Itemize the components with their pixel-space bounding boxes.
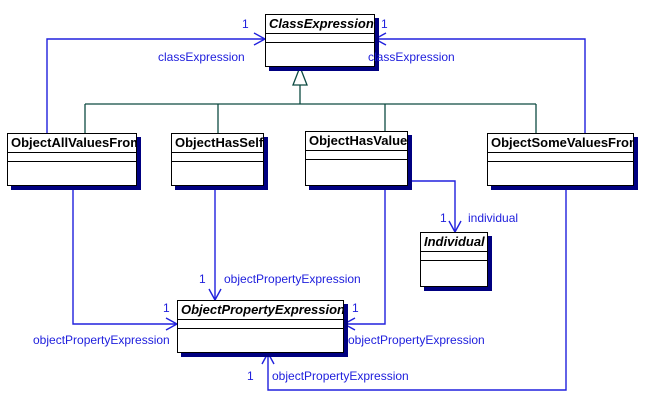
edge-label-class-expression-left: classExpression [158, 50, 245, 64]
edge-label-object-property-expression-has-value: objectPropertyExpression [348, 333, 485, 347]
class-attributes-object-all-values-from [8, 153, 136, 162]
class-box-object-has-self[interactable]: ObjectHasSelf [171, 133, 264, 186]
multiplicity-class-expression-left: 1 [242, 17, 249, 31]
assoc-some-values-ope-line [267, 186, 567, 391]
generalization-edges [84, 65, 537, 133]
edge-label-object-property-expression-all-values: objectPropertyExpression [33, 333, 170, 347]
multiplicity-object-property-expression-right: 1 [352, 301, 359, 315]
class-attributes-class-expression [266, 34, 374, 43]
assoc-some-values-class-expression-arrowhead [373, 32, 387, 46]
class-name-object-all-values-from: ObjectAllValuesFrom [8, 134, 136, 153]
multiplicity-individual: 1 [440, 211, 447, 225]
edge-label-class-expression-right: classExpression [368, 50, 455, 64]
assoc-all-values-ope-line [72, 186, 176, 325]
generalization-arrowhead [292, 65, 308, 86]
assoc-has-value-individual-arrowhead [448, 220, 462, 234]
assoc-all-values-ope-arrowhead [165, 317, 179, 331]
multiplicity-object-property-expression-bottom: 1 [247, 369, 254, 383]
assoc-has-value-individual-line [408, 180, 456, 231]
class-attributes-object-some-values-from [488, 153, 633, 162]
assoc-has-self-ope-arrowhead [208, 288, 222, 302]
class-name-object-property-expression: ObjectPropertyExpression [178, 301, 343, 320]
class-box-object-some-values-from[interactable]: ObjectSomeValuesFrom [487, 133, 634, 186]
class-box-individual[interactable]: Individual [420, 232, 488, 287]
class-name-class-expression: ClassExpression [266, 15, 374, 34]
class-box-class-expression[interactable]: ClassExpression [265, 14, 375, 67]
class-attributes-object-has-self [172, 153, 263, 162]
edge-label-object-property-expression-some-values: objectPropertyExpression [272, 369, 409, 383]
assoc-all-values-class-expression-arrowhead [253, 32, 267, 46]
assoc-has-value-ope-arrowhead [342, 317, 356, 331]
class-box-object-has-value[interactable]: ObjectHasValue [305, 131, 408, 186]
multiplicity-class-expression-right: 1 [381, 17, 388, 31]
class-box-object-property-expression[interactable]: ObjectPropertyExpression [177, 300, 344, 353]
multiplicity-object-property-expression-left: 1 [163, 301, 170, 315]
class-attributes-individual [421, 252, 487, 261]
edge-label-object-property-expression-has-self: objectPropertyExpression [224, 272, 361, 286]
class-attributes-object-has-value [306, 151, 407, 160]
edge-label-individual: individual [468, 211, 519, 225]
class-box-object-all-values-from[interactable]: ObjectAllValuesFrom [7, 133, 137, 186]
class-name-object-has-value: ObjectHasValue [306, 132, 407, 151]
multiplicity-object-property-expression-has-self: 1 [199, 272, 206, 286]
class-attributes-object-property-expression [178, 320, 343, 329]
class-name-individual: Individual [421, 233, 487, 252]
class-name-object-some-values-from: ObjectSomeValuesFrom [488, 134, 633, 153]
class-name-object-has-self: ObjectHasSelf [172, 134, 263, 153]
assoc-some-values-ope-arrowhead [261, 351, 275, 365]
